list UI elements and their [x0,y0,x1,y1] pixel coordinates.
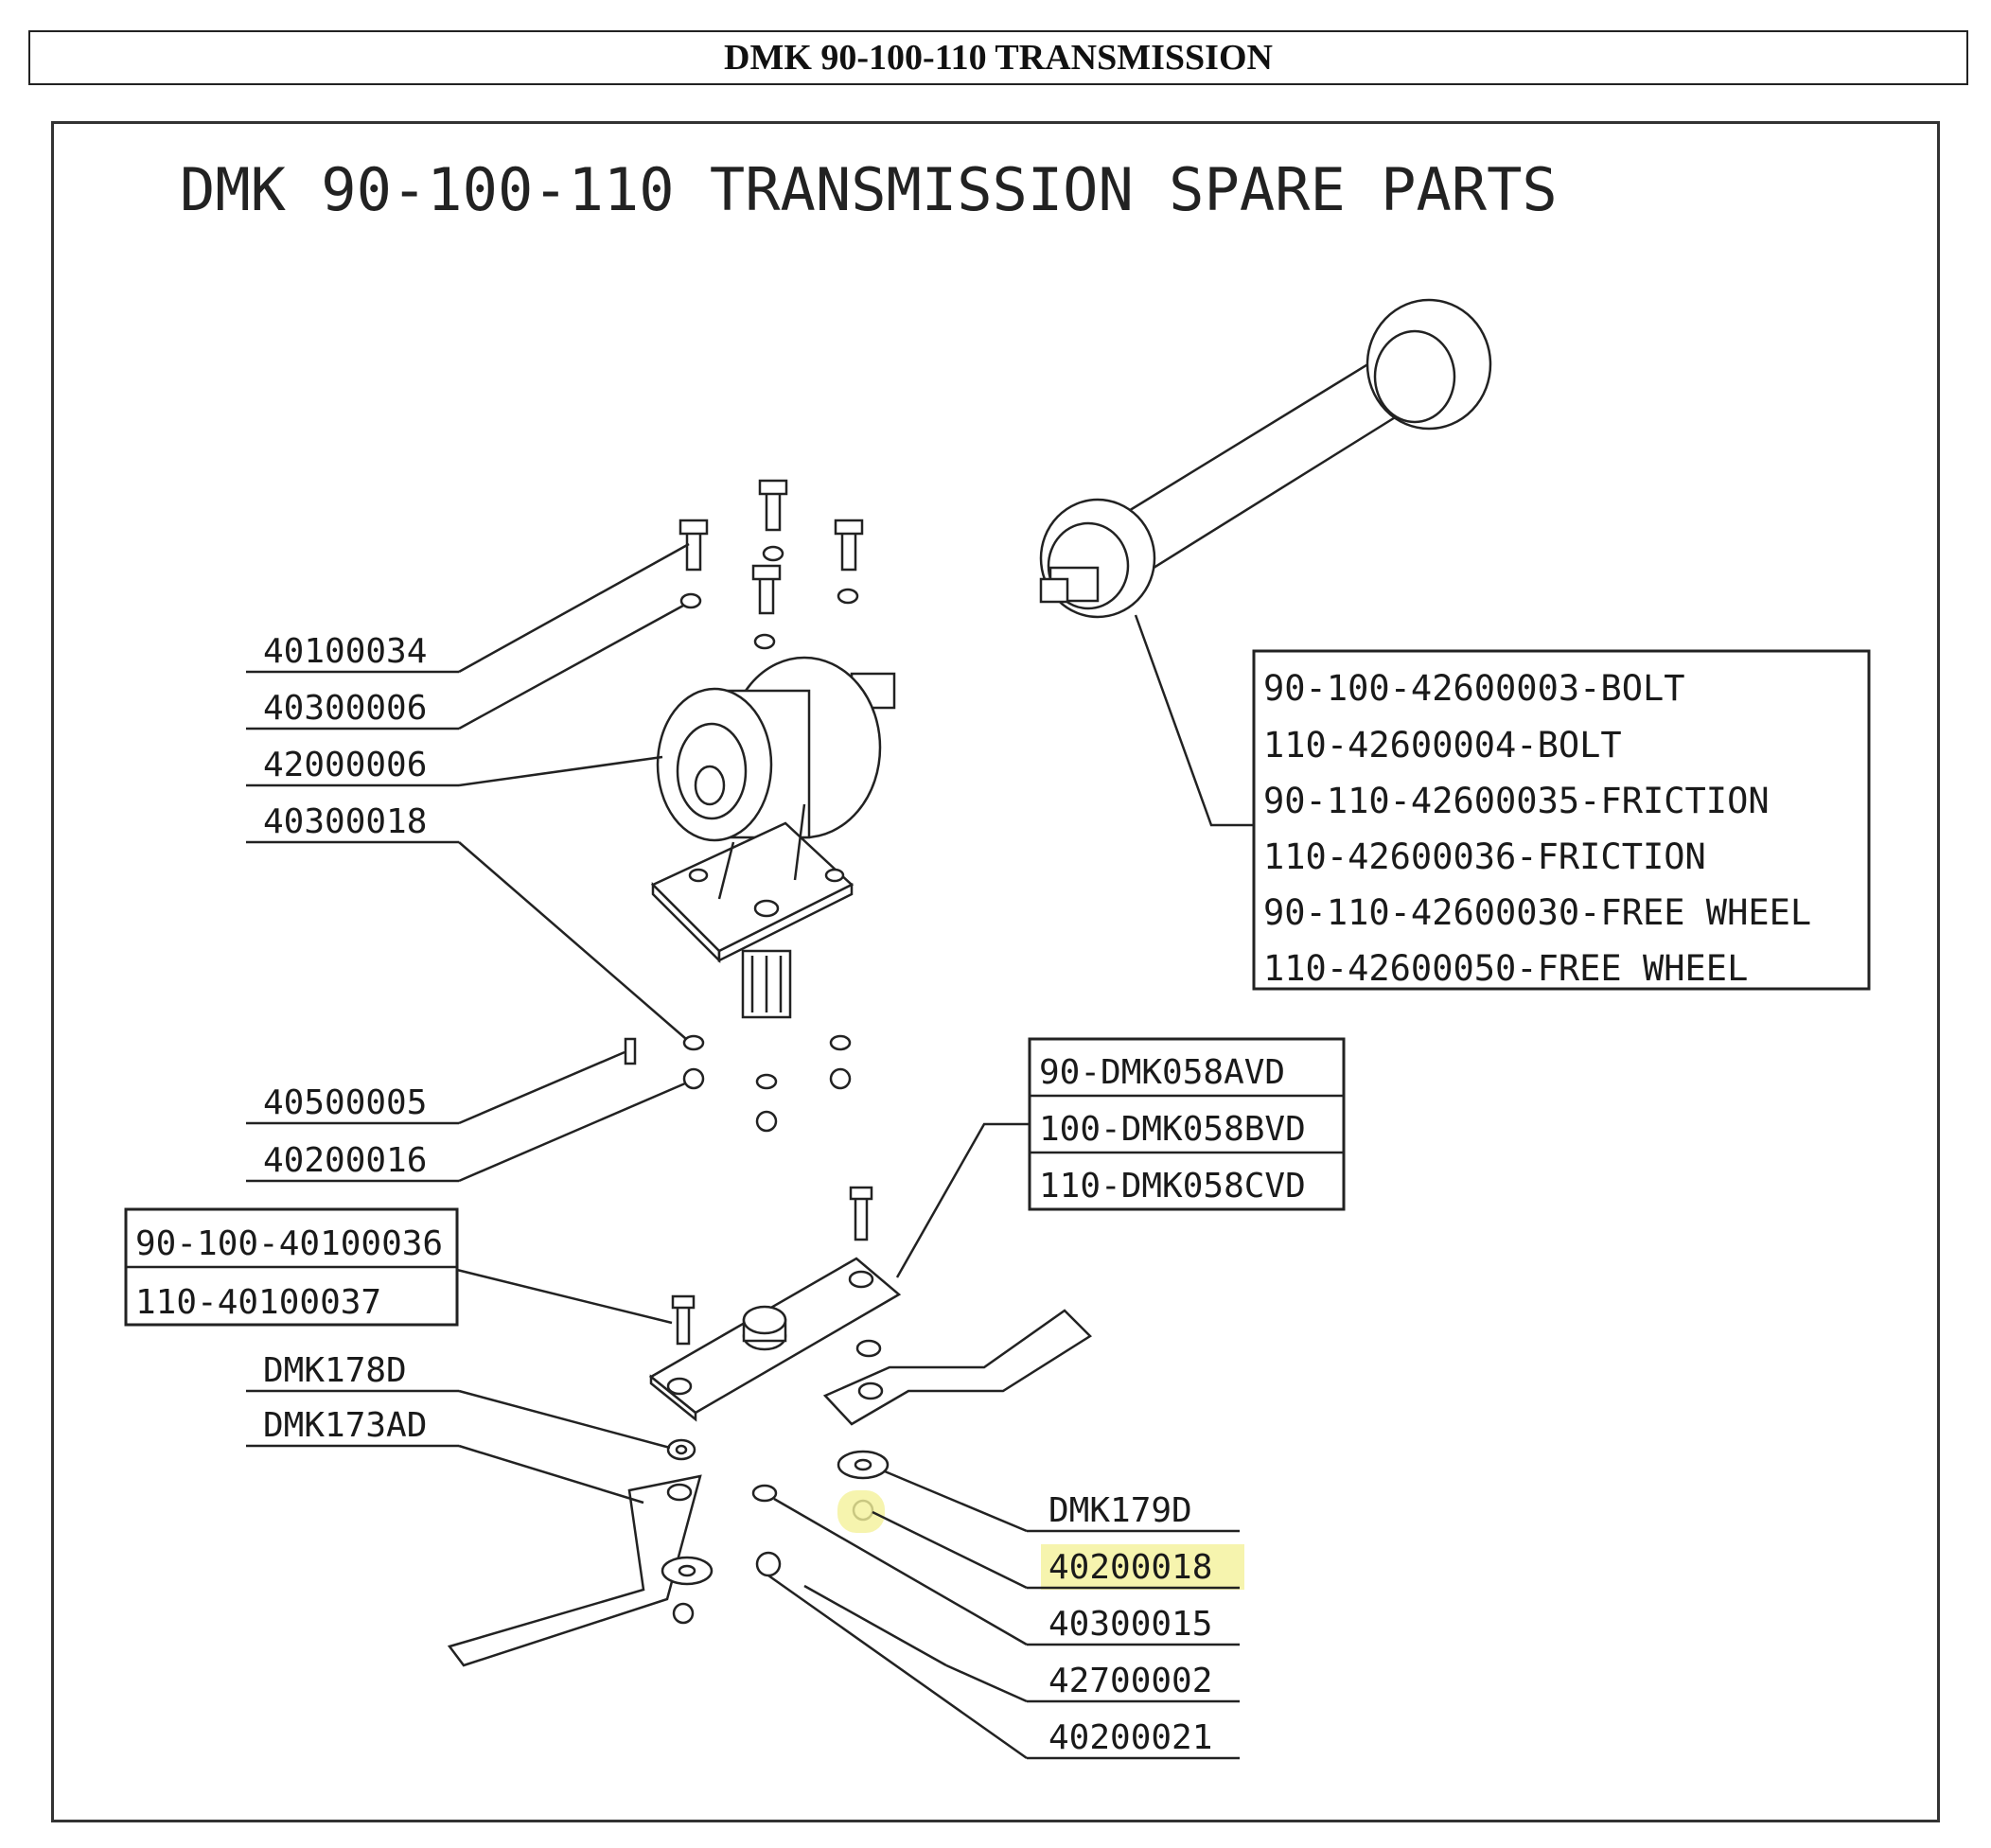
shaft-box-line-6: 110-42600050-FREE WHEEL [1263,948,1748,989]
top-bolts [678,479,864,650]
highlight-nut [837,1490,885,1533]
holder-box-line-3: 110-DMK058CVD [1039,1167,1306,1206]
shaft-box-line-5: 90-110-42600030-FREE WHEEL [1263,892,1811,933]
shaft-callout-box: 90-100-42600003-BOLT 110-42600004-BOLT 9… [1134,614,1871,991]
label-40300015: 40300015 [1048,1605,1212,1644]
blade-assembly-drawing [447,1186,1092,1667]
bolt-box-line-2: 110-40100037 [135,1283,381,1322]
label-40500005: 40500005 [263,1083,427,1122]
shaft-box-line-1: 90-100-42600003-BOLT [1263,668,1685,709]
right-callouts: DMK179D 40200018 40300015 42700002 40200… [767,1470,1244,1760]
bolt-box-line-1: 90-100-40100036 [135,1224,443,1263]
left-callouts: 40100034 40300006 42000006 40300018 4050… [246,542,690,1505]
shaft-box-line-3: 90-110-42600035-FRICTION [1263,781,1770,821]
label-42700002: 42700002 [1048,1662,1212,1700]
label-40300006: 40300006 [263,689,427,728]
lower-hardware [624,1034,852,1133]
diagram-frame [51,121,1940,1822]
label-40200018: 40200018 [1048,1548,1212,1587]
label-40200021: 40200021 [1048,1718,1212,1757]
label-DMK178D: DMK178D [263,1351,407,1390]
holder-callout-box: 90-DMK058AVD 100-DMK058BVD 110-DMK058CVD [895,1037,1346,1278]
label-DMK173AD: DMK173AD [263,1406,427,1445]
holder-box-line-2: 100-DMK058BVD [1039,1110,1306,1149]
diagram-title: DMK 90-100-110 TRANSMISSION SPARE PARTS [180,155,1558,224]
label-DMK179D: DMK179D [1048,1491,1192,1530]
header-title: DMK 90-100-110 TRANSMISSION [724,38,1273,78]
shaft-box-line-2: 110-42600004-BOLT [1263,725,1622,766]
shaft-box-line-4: 110-42600036-FRICTION [1263,836,1706,877]
holder-box-line-1: 90-DMK058AVD [1039,1053,1285,1092]
label-40200016: 40200016 [263,1141,427,1180]
pto-shaft-drawing [1039,298,1492,619]
label-42000006: 42000006 [263,746,427,784]
label-40100034: 40100034 [263,632,427,671]
page-header: DMK 90-100-110 TRANSMISSION [28,30,1968,85]
highlight-40200018 [1041,1544,1244,1590]
label-40300018: 40300018 [263,802,427,841]
bolt-callout-box: 90-100-40100036 110-40100037 [124,1207,673,1327]
gearbox-drawing [650,479,896,1019]
